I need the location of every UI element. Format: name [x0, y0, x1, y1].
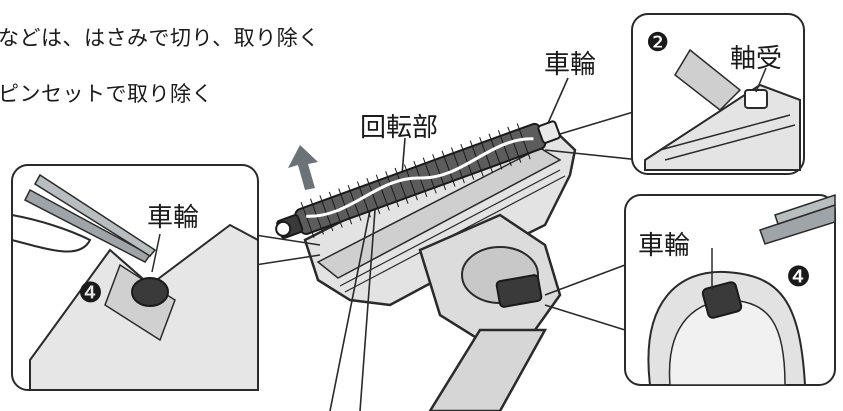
rotating-brush [275, 120, 561, 239]
step-4-marker-right: ❹ [786, 260, 812, 293]
top-right-inset [631, 13, 805, 175]
label-wheel-top: 車輪 [544, 50, 597, 80]
handle [428, 328, 548, 411]
instruction-line-1: などは、はさみで切り、取り除く [0, 26, 320, 50]
label-wheel-left: 車輪 [147, 203, 200, 233]
label-bearing: 軸受 [730, 44, 783, 74]
step-2-marker: ❷ [646, 28, 670, 58]
label-rotating-part: 回転部 [360, 113, 439, 143]
right-inset [624, 193, 836, 386]
rear-roller [495, 274, 543, 308]
left-inset [11, 164, 259, 391]
instruction-line-2: ピンセットで取り除く [0, 82, 213, 106]
label-wheel-right: 車輪 [638, 231, 691, 261]
brush-head-body [303, 126, 577, 307]
lift-arrow [288, 145, 318, 190]
step-4-marker-left: ❹ [78, 276, 104, 309]
